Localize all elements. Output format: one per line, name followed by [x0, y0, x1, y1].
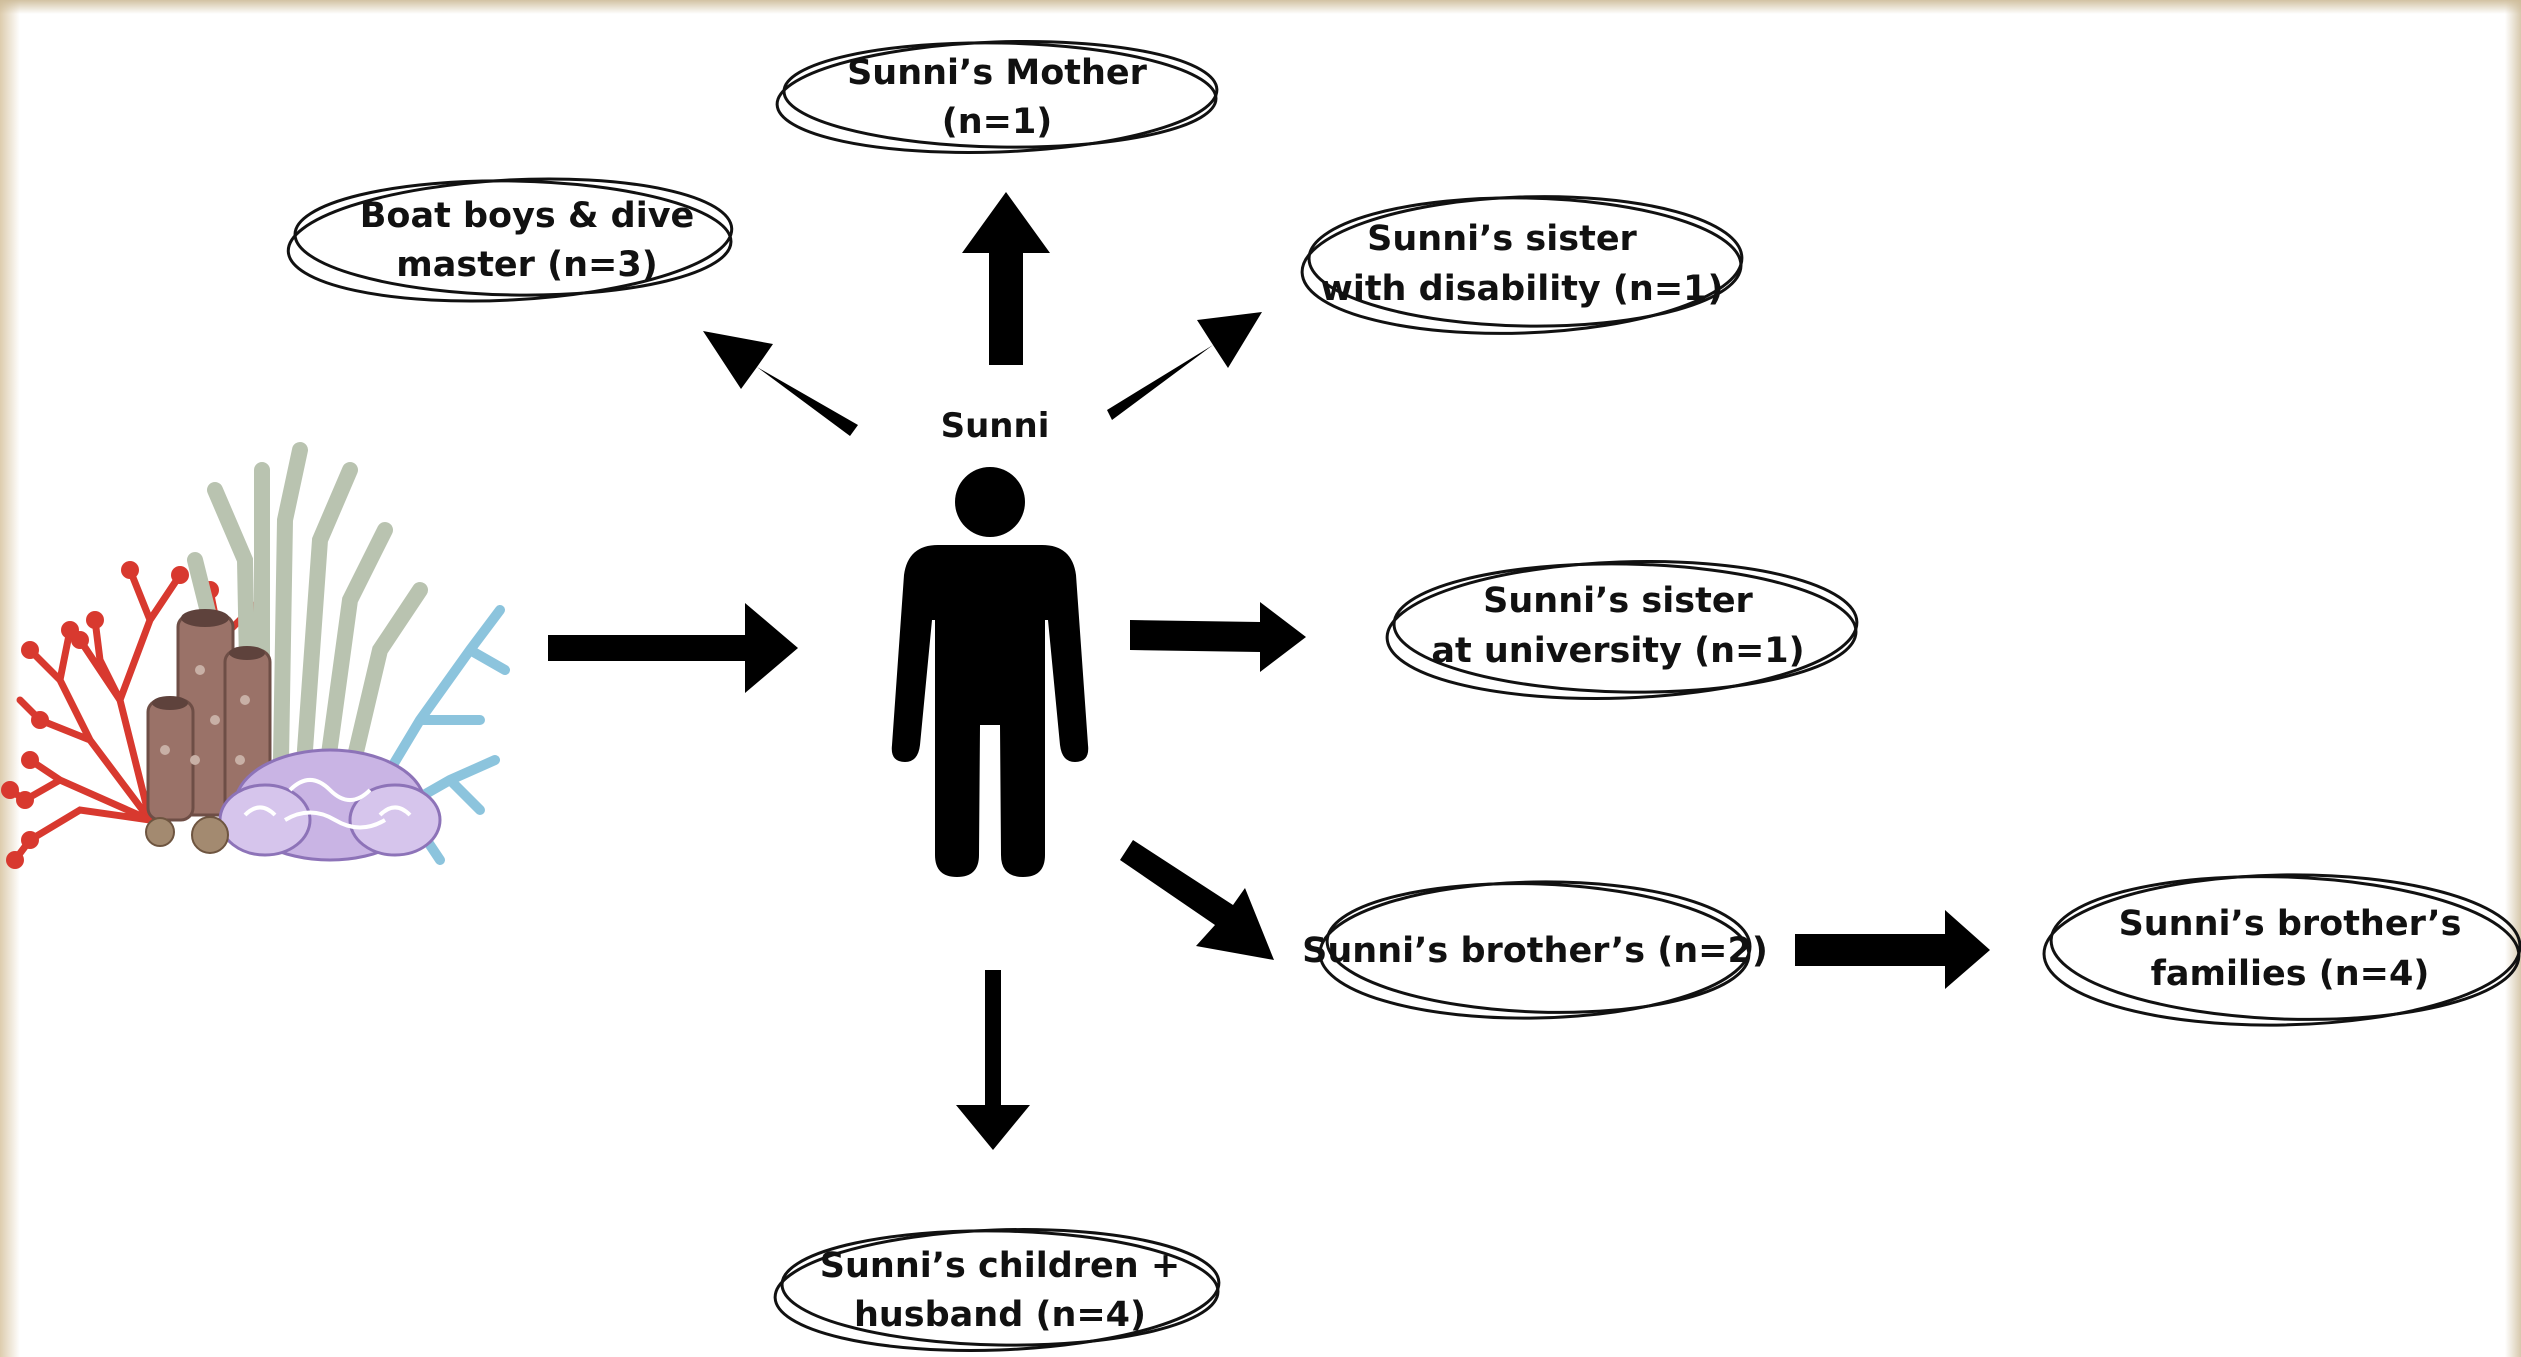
node-sister-disability: Sunni’s sister with disability (n=1) — [1300, 195, 1744, 335]
node-sister-university-line1: Sunni’s sister — [1483, 581, 1753, 621]
node-sister-university-line2: at university (n=1) — [1431, 631, 1804, 671]
node-mother-line2: (n=1) — [942, 102, 1053, 142]
node-mother-line1: Sunni’s Mother — [847, 53, 1148, 93]
node-sister-disability-line1: Sunni’s sister — [1367, 219, 1637, 259]
coral-reef-illustration — [1, 442, 510, 869]
node-brother-families-line1: Sunni’s brother’s — [2119, 904, 2462, 944]
node-sister-university: Sunni’s sister at university (n=1) — [1385, 560, 1859, 700]
node-brothers-line1: Sunni’s brother’s (n=2) — [1302, 931, 1768, 971]
node-boat-line1: Boat boys & dive — [360, 196, 695, 236]
arrow-to-sister-disability — [1107, 312, 1262, 420]
arrow-brothers-to-families — [1795, 910, 1990, 989]
node-boat-line2: master (n=3) — [396, 245, 657, 285]
node-boat-boys: Boat boys & dive master (n=3) — [286, 177, 734, 303]
node-brothers: Sunni’s brother’s (n=2) — [1302, 880, 1768, 1020]
arrow-coral-to-sunni — [548, 603, 798, 693]
arrow-to-children — [956, 970, 1030, 1150]
node-children-line1: Sunni’s children + — [820, 1246, 1180, 1286]
node-children: Sunni’s children + husband (n=4) — [773, 1228, 1221, 1352]
arrow-to-sister-university — [1130, 602, 1306, 672]
arrow-to-boat-boys — [703, 331, 858, 436]
node-brother-families: Sunni’s brother’s families (n=4) — [2042, 873, 2521, 1027]
node-brother-families-line2: families (n=4) — [2151, 954, 2430, 994]
node-children-line2: husband (n=4) — [854, 1295, 1146, 1335]
node-sister-disability-line2: with disability (n=1) — [1320, 269, 1723, 309]
node-mother: Sunni’s Mother (n=1) — [775, 39, 1219, 155]
center-label: Sunni — [941, 406, 1050, 446]
arrow-to-brothers — [1120, 840, 1274, 960]
arrow-to-mother — [962, 192, 1050, 365]
person-silhouette-icon — [891, 467, 1089, 877]
